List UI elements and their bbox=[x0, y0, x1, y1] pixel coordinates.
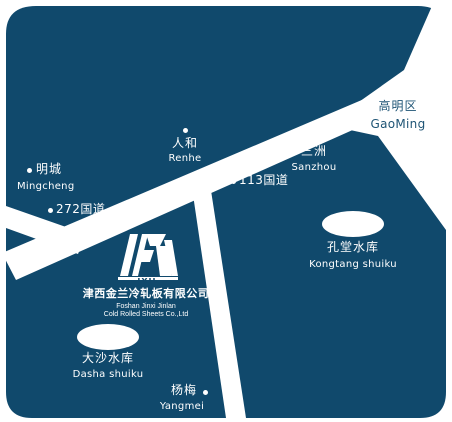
company-logo-text: JXJL bbox=[137, 277, 159, 286]
place-marker-renhe bbox=[183, 128, 188, 133]
main-highway-road bbox=[2, 88, 402, 280]
place-label-dasha-cn: 大沙水库 bbox=[81, 351, 135, 365]
place-label-mingcheng-cn: 明城 bbox=[36, 162, 63, 176]
road-label-113: 113国道 bbox=[239, 173, 289, 187]
place-label-gaoming-en: GaoMing bbox=[370, 117, 426, 131]
place-marker-mingcheng bbox=[27, 168, 32, 173]
road-marker-113 bbox=[231, 179, 236, 184]
place-marker-yangmei bbox=[203, 390, 208, 395]
place-label-gaoming-cn: 高明区 bbox=[378, 99, 418, 113]
place-label-sanzhou-cn: 三洲 bbox=[300, 144, 328, 158]
steel-coil-logo-icon bbox=[118, 234, 178, 280]
company-name-en-line2: Cold Rolled Sheets Co.,Ltd bbox=[103, 311, 189, 318]
place-label-kongtang-en: Kongtang shuiku bbox=[309, 259, 397, 270]
reservoir-kongtang bbox=[322, 211, 384, 237]
place-label-sanzhou-en: Sanzhou bbox=[291, 162, 337, 173]
road-label-272: 272国道 bbox=[56, 202, 106, 216]
place-label-dasha-en: Dasha shuiku bbox=[72, 369, 144, 380]
place-label-yangmei-cn: 杨梅 bbox=[170, 383, 198, 397]
place-label-kongtang-cn: 孔堂水库 bbox=[326, 240, 380, 254]
place-label-renhe-en: Renhe bbox=[168, 153, 202, 164]
reservoir-dasha bbox=[77, 324, 139, 350]
road-marker-272 bbox=[48, 208, 53, 213]
district-region-gaoming bbox=[322, 6, 446, 230]
road-vertical-yangmei bbox=[192, 184, 246, 418]
company-name-en-line1: Foshan Jinxi Jinlan bbox=[116, 303, 176, 310]
place-label-yangmei-en: Yangmei bbox=[159, 401, 205, 412]
place-label-renhe-cn: 人和 bbox=[171, 136, 199, 150]
road-272 bbox=[6, 206, 86, 254]
place-label-mingcheng-en: Mingcheng bbox=[17, 181, 75, 192]
company-name-cn: 津西金兰冷轧板有限公司 bbox=[82, 287, 210, 300]
land-area bbox=[6, 6, 446, 418]
